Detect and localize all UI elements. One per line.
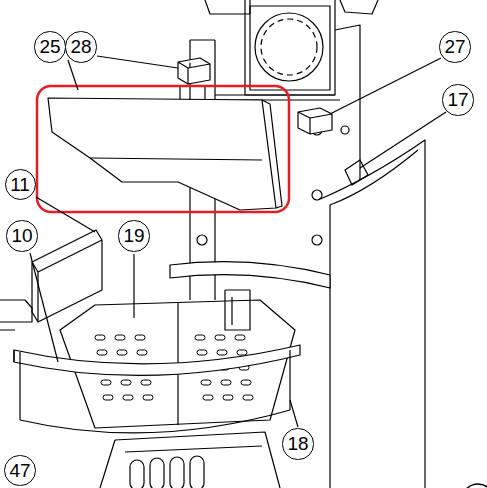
grate-hole (243, 395, 253, 400)
flue-plate (245, 0, 335, 95)
callout-number: 17 (442, 84, 473, 115)
baffle-plate (48, 98, 276, 210)
highlight-frame (37, 86, 289, 212)
grate-hole (223, 395, 233, 400)
callout-text: 11 (10, 175, 30, 194)
top-part (205, 0, 250, 14)
bracket-left (0, 300, 32, 330)
top-part (340, 0, 378, 14)
grate-hole (137, 350, 147, 355)
grate-hole (97, 350, 107, 355)
callout-number: 28 (65, 31, 96, 62)
grate-hole (235, 335, 245, 340)
latch-17 (345, 160, 368, 185)
grate-hole (101, 380, 111, 385)
grate-hole (197, 350, 207, 355)
flue-plate-inner (250, 6, 330, 90)
leader-lines (30, 56, 446, 427)
baffle-fold (90, 100, 282, 208)
shelf (170, 262, 330, 288)
callout-number: 27 (439, 31, 470, 62)
grate-handle (225, 290, 250, 330)
bracket-28 (178, 58, 210, 84)
grate-hole (95, 335, 105, 340)
callout-circle-cut (462, 484, 487, 488)
callout-number: 19 (118, 220, 149, 251)
grate-hole (201, 380, 211, 385)
flue-opening-inner (261, 19, 317, 75)
grate-hole (221, 380, 231, 385)
callout-number: 11 (5, 169, 36, 200)
grate-hole (115, 335, 125, 340)
grate-hole (203, 395, 213, 400)
front-bar-lower (20, 410, 290, 433)
callout-text: 18 (287, 434, 308, 453)
grate-hole (135, 335, 145, 340)
grate-hole (141, 380, 151, 385)
callout-text: 27 (444, 37, 465, 56)
grate-hole (217, 350, 227, 355)
callout-text: 10 (11, 226, 32, 245)
grate-hole (123, 395, 133, 400)
callout-text: 17 (447, 90, 468, 109)
grate-hole (117, 350, 127, 355)
grate-hole (215, 335, 225, 340)
callout-number: 25 (34, 31, 65, 62)
ash-pan-bars (130, 456, 204, 488)
callout-text: 28 (70, 37, 91, 56)
grate-hole (237, 350, 247, 355)
callout-number: 47 (4, 455, 35, 486)
side-panel (318, 140, 425, 488)
front-bar-edge (14, 350, 290, 420)
grate-hole (103, 395, 113, 400)
grate-hole (121, 380, 131, 385)
grate-hole (195, 335, 205, 340)
callout-number: 10 (6, 220, 37, 251)
callout-text: 47 (9, 461, 30, 480)
grate-hole (241, 380, 251, 385)
flue-opening (255, 13, 323, 81)
front-bar (14, 345, 300, 375)
callout-text: 19 (123, 226, 144, 245)
bracket-27 (298, 108, 332, 134)
callout-number: 18 (282, 428, 313, 459)
grate-hole (143, 395, 153, 400)
callout-text: 25 (39, 37, 60, 56)
